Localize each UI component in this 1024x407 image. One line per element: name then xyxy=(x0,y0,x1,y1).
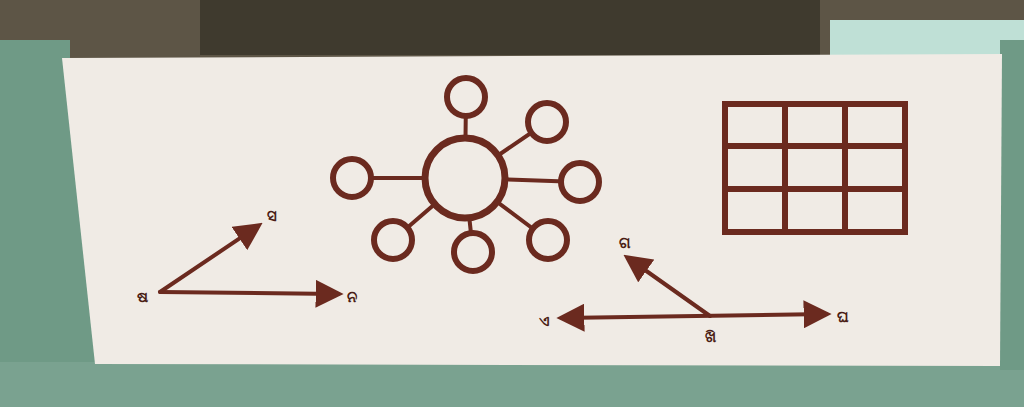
ray xyxy=(160,226,258,292)
green-band xyxy=(0,362,1024,407)
point-label: ଏ xyxy=(539,314,550,329)
point-label: ଗ xyxy=(619,236,631,251)
ray xyxy=(628,258,710,316)
background-shadow xyxy=(200,0,820,55)
point-label: ନ xyxy=(347,290,357,305)
green-border xyxy=(0,40,70,407)
ray xyxy=(160,292,338,294)
point-label: ଘ xyxy=(837,310,849,325)
point-label: ସ xyxy=(267,209,277,224)
point-label: ଖି xyxy=(705,330,716,345)
white-panel xyxy=(62,54,1002,366)
background-wall xyxy=(0,0,1024,60)
background-sky xyxy=(830,20,1024,60)
line xyxy=(562,314,826,318)
point-label: ଷ xyxy=(137,290,148,305)
green-border xyxy=(1000,40,1024,370)
wheel-figure xyxy=(333,78,599,271)
grid-figure xyxy=(725,104,905,232)
